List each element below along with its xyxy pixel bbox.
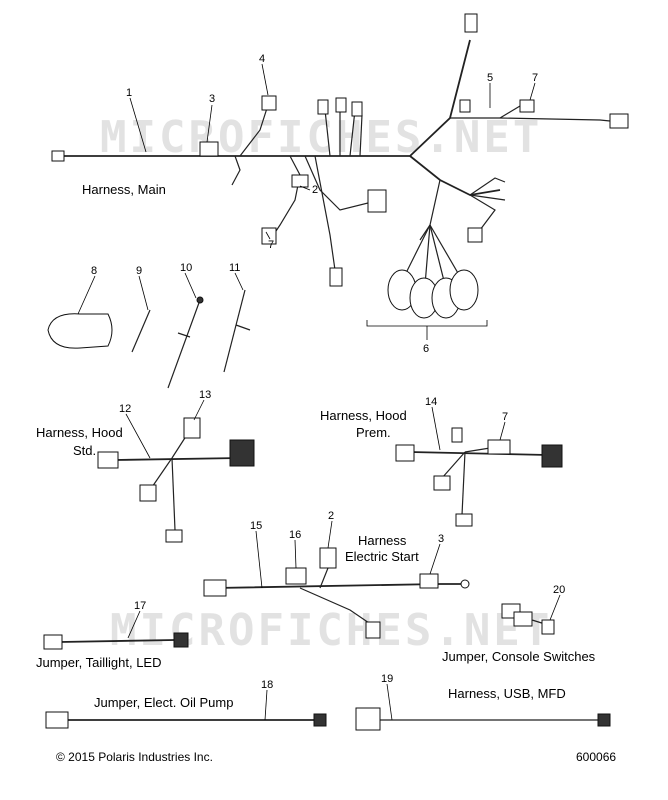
- callout-2-main: 2: [312, 184, 318, 196]
- callout-20: 20: [553, 584, 565, 596]
- label-jumper-taillight: Jumper, Taillight, LED: [36, 655, 162, 670]
- label-electric-start-1: Harness: [358, 533, 407, 548]
- label-jumper-console: Jumper, Console Switches: [442, 649, 596, 664]
- callout-7-main: 7: [268, 239, 274, 251]
- callout-2-start: 2: [328, 510, 334, 522]
- callout-14: 14: [425, 396, 437, 408]
- taillight-jumper-drawing: [43, 632, 189, 650]
- callout-7-top: 7: [532, 72, 538, 84]
- callout-3: 3: [209, 93, 215, 105]
- callout-15: 15: [250, 520, 262, 532]
- oil-pump-jumper-drawing: [45, 711, 327, 729]
- callout-16: 16: [289, 529, 301, 541]
- callout-7-hood: 7: [502, 411, 508, 423]
- callout-17: 17: [134, 600, 146, 612]
- label-harness-main: Harness, Main: [82, 182, 166, 197]
- callout-6: 6: [423, 343, 429, 355]
- callout-11: 11: [229, 262, 240, 274]
- callout-13: 13: [199, 389, 211, 401]
- diagram-id: 600066: [576, 750, 616, 764]
- usb-harness-drawing: [355, 707, 611, 731]
- callout-10: 10: [180, 262, 192, 274]
- hood-prem-drawing: [395, 427, 563, 527]
- copyright: © 2015 Polaris Industries Inc.: [56, 750, 213, 764]
- label-jumper-oil-pump: Jumper, Elect. Oil Pump: [94, 695, 233, 710]
- label-harness-usb: Harness, USB, MFD: [448, 686, 566, 701]
- electric-start-drawing: [203, 547, 470, 639]
- label-hood-std-1: Harness, Hood: [36, 425, 123, 440]
- label-hood-prem-1: Harness, Hood: [320, 408, 407, 423]
- callout-4: 4: [259, 53, 265, 65]
- watermark-top: MICROFICHES.NET: [100, 112, 542, 163]
- callout-12: 12: [119, 403, 131, 415]
- callout-5: 5: [487, 72, 493, 84]
- loose-parts-drawing: [47, 289, 251, 389]
- main-harness-drawing: [51, 13, 629, 319]
- bracket-6: [366, 320, 488, 327]
- label-hood-std-2: Std.: [73, 443, 96, 458]
- callout-leaders: [77, 63, 561, 721]
- console-jumper-drawing: [501, 603, 555, 635]
- hood-std-drawing: [97, 417, 255, 543]
- callout-19: 19: [381, 673, 393, 685]
- callout-9: 9: [136, 265, 142, 277]
- callout-3-start: 3: [438, 533, 444, 545]
- label-electric-start-2: Electric Start: [345, 549, 419, 564]
- callout-18: 18: [261, 679, 273, 691]
- callout-8: 8: [91, 265, 97, 277]
- callout-1: 1: [126, 87, 132, 99]
- label-hood-prem-2: Prem.: [356, 425, 391, 440]
